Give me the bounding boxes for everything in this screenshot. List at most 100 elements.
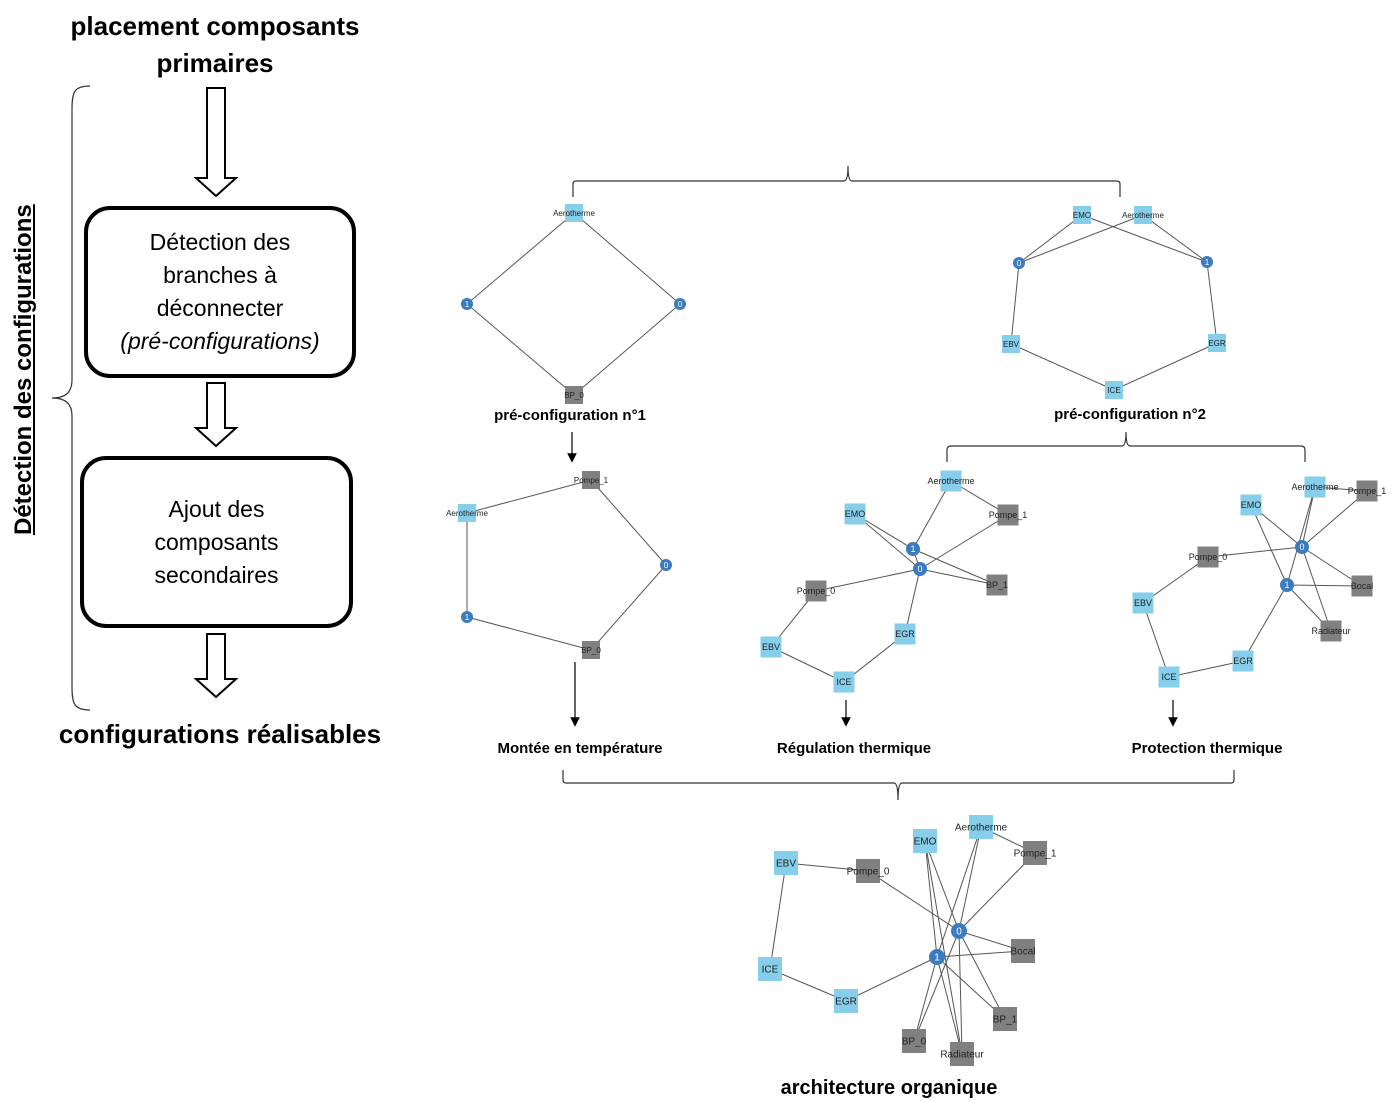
detection-box: Détection des branches à déconnecter (pr… (84, 206, 356, 378)
node-label: BP_0 (564, 391, 584, 400)
detection-box-line3: déconnecter (156, 295, 284, 321)
node-0: 0 (951, 923, 967, 939)
node-aerotherme: Aerotherme (553, 204, 595, 222)
node-label: Pompe_1 (1348, 486, 1387, 496)
node-square (582, 641, 600, 659)
node-egr: EGR (1232, 650, 1254, 672)
node-label: Pompe_1 (1014, 849, 1057, 860)
caption-architecture-organique: architecture organique (780, 1077, 998, 1099)
node-emo: EMO (844, 503, 866, 525)
edge-EGR-1 (845, 956, 938, 1002)
node-square (1011, 939, 1035, 963)
caption-pre-configuration-2: pré-configuration n°2 (1054, 406, 1206, 423)
node-label: 1 (465, 613, 470, 622)
node-radiateur: Radiateur (1311, 620, 1351, 642)
node-emo: EMO (1073, 206, 1091, 224)
node-label: ICE (836, 677, 851, 687)
node-label: ICE (1107, 386, 1120, 395)
ajout-box: Ajout des composants secondaires (80, 456, 353, 628)
edge-1-Aerotherme (1142, 214, 1208, 263)
junction-dot (461, 611, 473, 623)
edge-EBV-ICE (1142, 602, 1170, 678)
node-square (993, 1007, 1017, 1031)
hollow-arrow-2 (193, 382, 239, 448)
edge-ICE-EGR (769, 968, 847, 1002)
edge-EMO-0 (854, 513, 921, 570)
node-square (894, 623, 916, 645)
node-aerotherme: Aerotherme (927, 470, 975, 492)
node-square (1351, 575, 1373, 597)
edge-0-EMO (1018, 214, 1083, 264)
node-aerotherme: Aerotherme (955, 815, 1008, 839)
node-label: EMO (1241, 500, 1262, 510)
node-square (1105, 381, 1123, 399)
node-bp_1: BP_1 (993, 1007, 1018, 1031)
edge-0-Aerotherme (1018, 214, 1144, 264)
edge-Aerotherme-Pompe_1 (466, 479, 592, 514)
junction-dot (674, 298, 686, 310)
edge-EMO-1 (1250, 504, 1288, 586)
edge-1-BP_1 (912, 548, 998, 586)
node-bp_1: BP_1 (986, 574, 1008, 596)
node-square (1158, 666, 1180, 688)
ajout-box-line3: secondaires (154, 561, 279, 588)
node-pompe_0: Pompe_0 (797, 580, 835, 602)
node-label: Aerotherme (553, 209, 595, 218)
node-ebv: EBV (1002, 335, 1020, 353)
junction-dot (906, 542, 920, 556)
node-label: 0 (1299, 542, 1304, 552)
edge-Aerotherme-0 (573, 212, 681, 305)
node-square (1134, 206, 1152, 224)
node-square (1208, 334, 1226, 352)
node-square (565, 386, 583, 404)
node-label: EGR (835, 997, 857, 1008)
edge-1-BP_0 (913, 956, 938, 1042)
node-label: EGR (895, 629, 915, 639)
hollow-arrow-1 (193, 87, 239, 198)
node-label: Aerotherme (927, 476, 974, 486)
node-label: EBV (762, 642, 780, 652)
node-bp_0: BP_0 (902, 1029, 927, 1053)
node-1: 1 (461, 611, 473, 623)
node-radiateur: Radiateur (940, 1042, 984, 1066)
node-square (1002, 335, 1020, 353)
node-label: 0 (664, 561, 669, 570)
node-ice: ICE (758, 957, 782, 981)
edge-0-EBV (1010, 262, 1020, 345)
edge-Aerotherme-1 (466, 212, 575, 305)
node-bp_0: BP_0 (564, 386, 584, 404)
node-square (856, 859, 880, 883)
caption-regulation-thermique: Régulation thermique (776, 740, 932, 757)
node-label: Aerotherme (1291, 482, 1338, 492)
caption-pre-configuration-1: pré-configuration n°1 (494, 407, 646, 424)
node-0: 0 (1013, 257, 1025, 269)
node-label: Bocal (1351, 581, 1374, 591)
node-label: ICE (1161, 672, 1176, 682)
node-label: EGR (1208, 339, 1226, 348)
node-label: 0 (678, 300, 683, 309)
edge-0-BP_0 (913, 930, 960, 1042)
edge-1-BP_0 (466, 616, 592, 651)
node-label: BP_1 (993, 1015, 1018, 1026)
node-square (805, 580, 827, 602)
node-square (760, 636, 782, 658)
node-square (833, 671, 855, 693)
edge-Pompe_1-0 (958, 852, 1036, 932)
node-square (1132, 592, 1154, 614)
edge-Pompe_1-0 (590, 479, 667, 566)
junction-dot (913, 562, 927, 576)
node-emo: EMO (913, 829, 937, 853)
edge-0-Radiateur (958, 930, 963, 1055)
node-square (950, 1042, 974, 1066)
node-ice: ICE (1105, 381, 1123, 399)
edge-0-BP_1 (919, 568, 998, 586)
junction-dot (951, 923, 967, 939)
node-bp_0: BP_0 (581, 641, 601, 659)
node-square (834, 989, 858, 1013)
ajout-box-line2: composants (154, 528, 279, 555)
node-label: Pompe_1 (574, 476, 609, 485)
